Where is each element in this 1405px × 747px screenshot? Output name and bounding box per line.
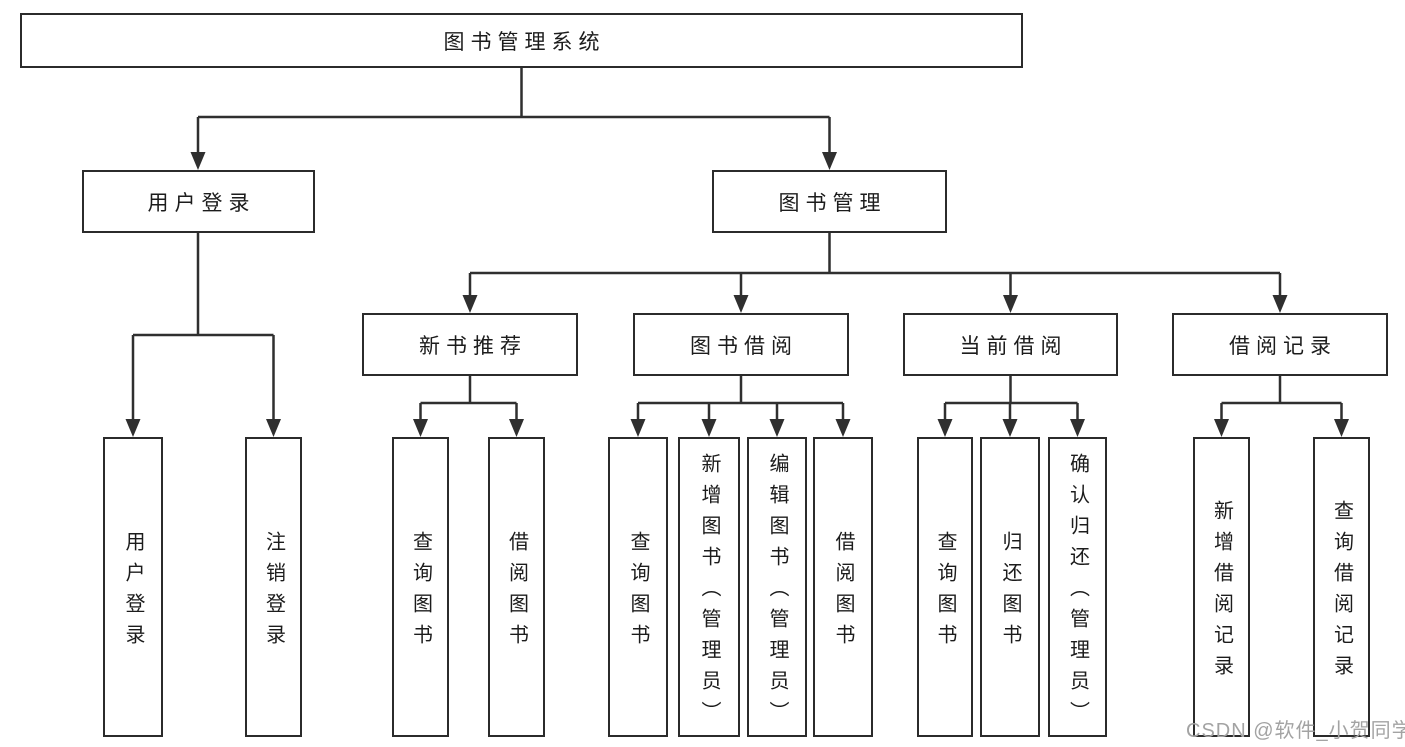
csdn-watermark: CSDN @软件_小贺同学 — [1186, 720, 1405, 742]
node-library-management-system: 图书管理系统 — [20, 13, 1023, 68]
leaf-current-confirm-return-admin: 确认归还（管理员） — [1048, 437, 1107, 737]
leaf-current-query-books: 查询图书 — [917, 437, 973, 737]
leaf-logout-label: 注销登录 — [262, 530, 285, 655]
node-current-borrowing: 当前借阅 — [903, 313, 1118, 376]
leaf-user-login-label: 用户登录 — [122, 530, 144, 655]
leaf-current-return-books-label: 归还图书 — [999, 530, 1021, 655]
arrowhead-icon — [1272, 295, 1288, 313]
arrowhead-icon — [733, 295, 749, 313]
leaf-borrowing-borrow-books-label: 借阅图书 — [832, 530, 854, 655]
leaf-current-return-books: 归还图书 — [980, 437, 1040, 737]
node-book-borrowing: 图书借阅 — [633, 313, 849, 376]
arrowhead-icon — [1070, 419, 1085, 437]
arrowhead-icon — [769, 419, 785, 437]
node-book-management: 图书管理 — [712, 170, 947, 233]
arrowhead-icon — [630, 419, 646, 437]
leaf-newbook-borrow-books: 借阅图书 — [488, 437, 545, 737]
arrowhead-icon — [1334, 419, 1349, 437]
leaf-user-login: 用户登录 — [103, 437, 163, 737]
leaf-records-add-record-label: 新增借阅记录 — [1210, 499, 1233, 686]
arrowhead-icon — [462, 295, 478, 313]
leaf-records-add-record: 新增借阅记录 — [1193, 437, 1250, 737]
leaf-current-confirm-return-admin-label: 确认归还（管理员） — [1066, 453, 1089, 732]
node-borrowing-records: 借阅记录 — [1172, 313, 1388, 376]
leaf-borrowing-edit-books-admin: 编辑图书（管理员） — [747, 437, 807, 737]
arrowhead-icon — [701, 419, 717, 437]
arrowhead-icon — [1002, 419, 1018, 437]
arrowhead-icon — [190, 152, 206, 170]
arrowhead-icon — [1003, 295, 1018, 313]
arrowhead-icon — [822, 152, 837, 170]
leaf-borrowing-borrow-books: 借阅图书 — [813, 437, 873, 737]
leaf-borrowing-edit-books-admin-label: 编辑图书（管理员） — [766, 453, 788, 732]
arrowhead-icon — [1214, 419, 1229, 437]
leaf-borrowing-query-books-label: 查询图书 — [627, 530, 649, 655]
leaf-current-query-books-label: 查询图书 — [934, 530, 956, 655]
arrowhead-icon — [413, 419, 428, 437]
leaf-borrowing-query-books: 查询图书 — [608, 437, 668, 737]
leaf-newbook-query-books: 查询图书 — [392, 437, 449, 737]
arrowhead-icon — [125, 419, 141, 437]
leaf-newbook-borrow-books-label: 借阅图书 — [505, 530, 528, 655]
leaf-logout: 注销登录 — [245, 437, 302, 737]
arrowheads-group — [125, 152, 1349, 437]
node-new-book-recommend: 新书推荐 — [362, 313, 578, 376]
arrowhead-icon — [266, 419, 281, 437]
arrowhead-icon — [937, 419, 953, 437]
arrowhead-icon — [509, 419, 524, 437]
leaf-records-query-record-label: 查询借阅记录 — [1330, 499, 1353, 686]
connector-path — [131, 68, 1343, 421]
leaf-borrowing-add-books-admin: 新增图书（管理员） — [678, 437, 740, 737]
node-user-login: 用户登录 — [82, 170, 315, 233]
leaf-borrowing-add-books-admin-label: 新增图书（管理员） — [698, 453, 720, 732]
leaf-newbook-query-books-label: 查询图书 — [409, 530, 432, 655]
leaf-records-query-record: 查询借阅记录 — [1313, 437, 1370, 737]
arrowhead-icon — [835, 419, 851, 437]
